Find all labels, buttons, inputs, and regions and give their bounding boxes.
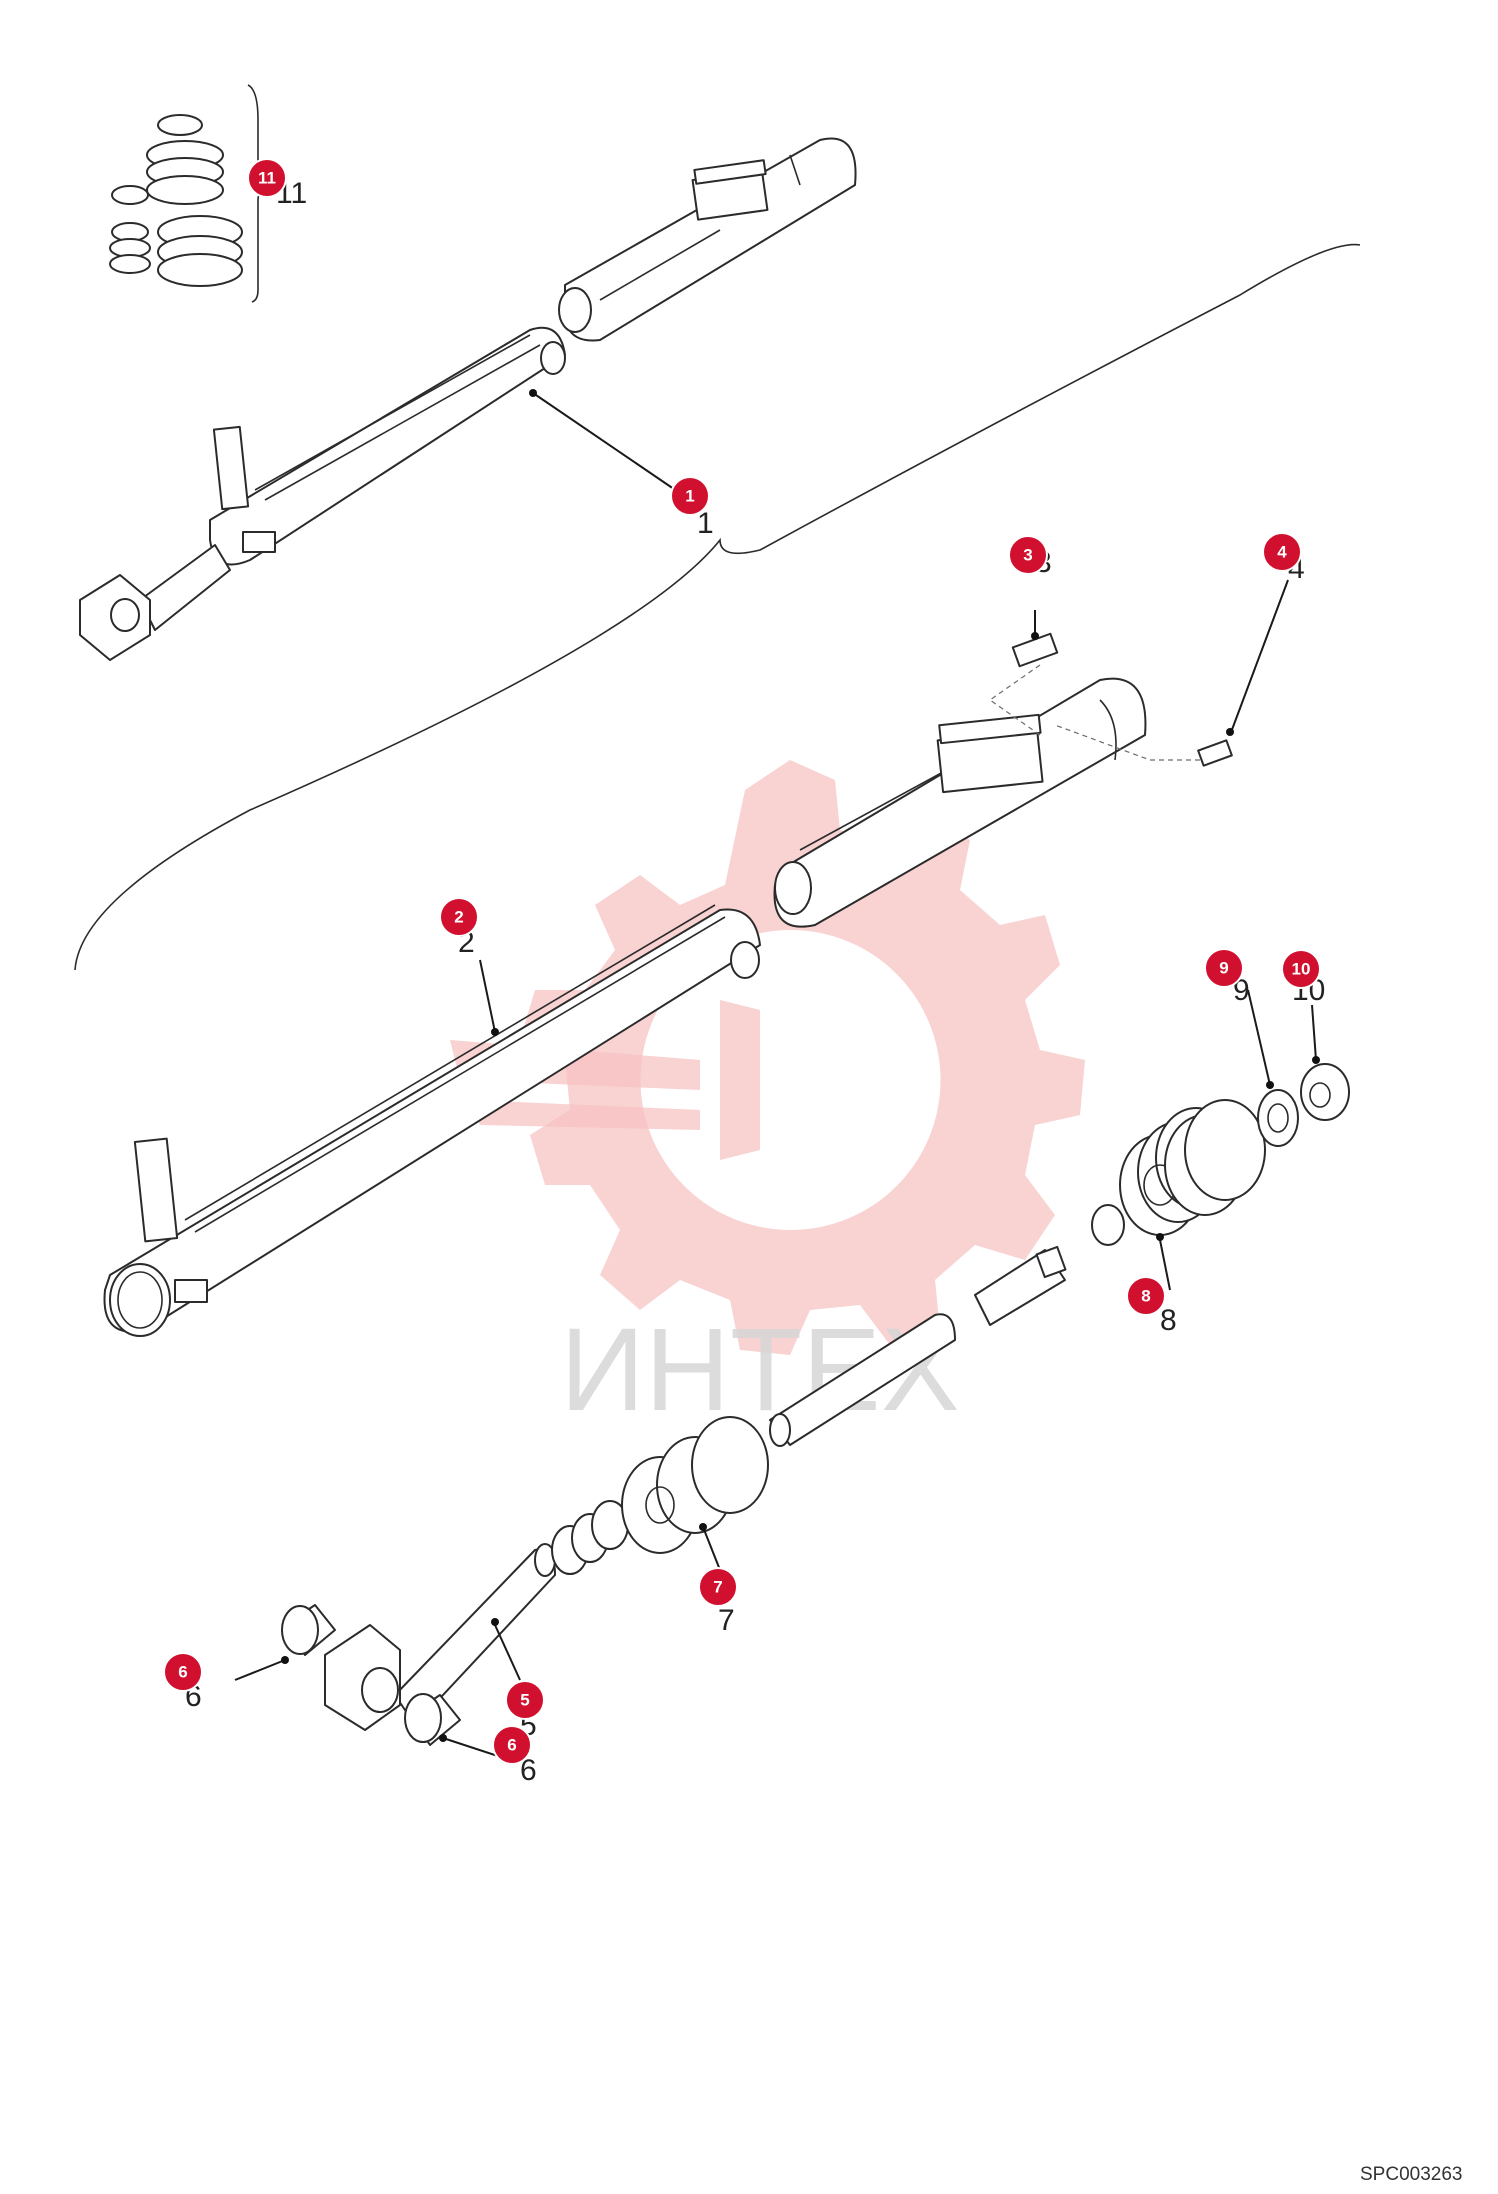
callout-badge-6b[interactable]: 6 [492, 1725, 532, 1765]
svg-text:8: 8 [1141, 1287, 1150, 1306]
callout-badge-3[interactable]: 3 [1008, 535, 1048, 575]
cylinder-barrel-2 [103, 677, 1147, 1337]
drawing-code: SPC003263 [1360, 2164, 1462, 2185]
bushing-6-right [404, 1693, 461, 1746]
svg-text:1: 1 [685, 487, 694, 506]
nut-10 [1300, 1063, 1350, 1121]
svg-text:5: 5 [520, 1691, 529, 1710]
lock-washer-9 [1257, 1089, 1299, 1147]
watermark-gear-logo [450, 760, 1085, 1355]
part-numbers: 1 2 3 4 5 6 6 7 8 9 10 11 [185, 177, 1325, 1787]
part-label-1: 1 [697, 507, 714, 540]
leader-dots [281, 389, 1320, 1742]
bushing-6-left [281, 1604, 336, 1656]
gland-8 [1091, 1099, 1266, 1246]
svg-text:11: 11 [258, 169, 276, 188]
svg-text:4: 4 [1277, 543, 1287, 562]
svg-text:3: 3 [1023, 546, 1032, 565]
callout-badge-11[interactable]: 11 [247, 158, 287, 198]
svg-text:2: 2 [454, 908, 463, 927]
callout-badge-4[interactable]: 4 [1262, 532, 1302, 572]
svg-text:7: 7 [713, 1578, 722, 1597]
callout-badge-10[interactable]: 10 [1281, 949, 1321, 989]
callout-badge-5[interactable]: 5 [505, 1680, 545, 1720]
callout-badge-8[interactable]: 8 [1126, 1276, 1166, 1316]
spacer-tube [769, 1245, 1067, 1447]
callout-badge-9[interactable]: 9 [1204, 948, 1244, 988]
callout-badge-2[interactable]: 2 [439, 897, 479, 937]
part-label-6b: 6 [520, 1754, 537, 1787]
svg-text:10: 10 [1292, 960, 1311, 979]
seal-kit-11 [109, 84, 267, 303]
callout-badge-6a[interactable]: 6 [163, 1652, 203, 1692]
fitting-3 [988, 632, 1059, 736]
part-label-7: 7 [718, 1604, 735, 1637]
leader-lines [234, 392, 1317, 1761]
svg-text:9: 9 [1219, 959, 1228, 978]
callout-badge-1[interactable]: 1 [670, 476, 710, 516]
piston-7 [551, 1416, 769, 1575]
svg-text:6: 6 [178, 1663, 187, 1682]
cylinder-assembly-top [74, 137, 1361, 971]
fitting-4 [1054, 724, 1233, 767]
piston-rod-5 [324, 1543, 556, 1731]
callout-badge-7[interactable]: 7 [698, 1567, 738, 1607]
part-label-8: 8 [1160, 1304, 1177, 1337]
svg-text:6: 6 [507, 1736, 516, 1755]
